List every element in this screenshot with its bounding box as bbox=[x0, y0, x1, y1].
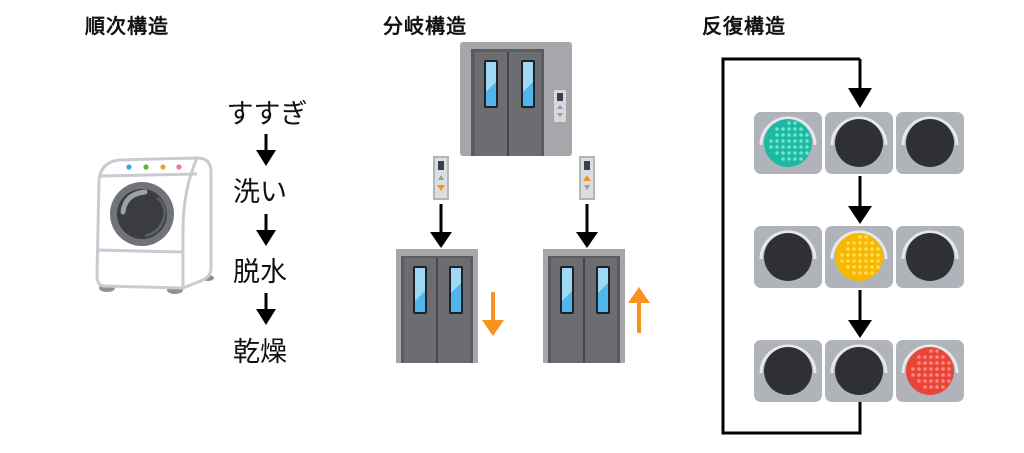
elevator-main bbox=[460, 42, 572, 156]
branch-arrow-left-icon bbox=[430, 204, 452, 248]
washing-machine-door bbox=[110, 182, 174, 246]
call-panel-down-lit bbox=[433, 156, 449, 200]
traffic-light-green bbox=[754, 112, 964, 174]
lamp-off bbox=[825, 112, 893, 174]
lamp-off bbox=[754, 340, 822, 402]
lamp-yellow-lit bbox=[825, 226, 893, 288]
arrow-down-icon bbox=[256, 293, 276, 325]
loop-line bbox=[721, 57, 872, 435]
step-2: 洗い bbox=[233, 177, 287, 208]
call-panel bbox=[554, 90, 566, 122]
traffic-light-red bbox=[754, 340, 964, 402]
arrow-down-icon bbox=[256, 134, 276, 166]
lamp-green-lit bbox=[754, 112, 822, 174]
arrow-down-icon bbox=[256, 214, 276, 246]
step-3: 脱水 bbox=[233, 257, 287, 288]
call-panel-up-lit bbox=[579, 156, 595, 200]
branch-arrow-right-icon bbox=[576, 204, 598, 248]
direction-down-arrow-icon bbox=[482, 292, 504, 336]
indicator-blue-icon bbox=[126, 164, 132, 170]
elevator-going-up bbox=[543, 249, 625, 363]
step-1: すすぎ bbox=[226, 99, 308, 130]
lamp-off bbox=[896, 112, 964, 174]
washing-machine-illustration bbox=[95, 156, 214, 294]
indicator-pink-icon bbox=[176, 164, 182, 170]
indicator-orange-icon bbox=[160, 164, 166, 170]
branch-title: 分岐構造 bbox=[383, 14, 467, 38]
elevator-going-down bbox=[396, 249, 478, 363]
lamp-off bbox=[754, 226, 822, 288]
indicator-green-icon bbox=[143, 164, 149, 170]
step-4: 乾燥 bbox=[233, 337, 287, 368]
direction-up-arrow-icon bbox=[628, 287, 650, 333]
loop-title: 反復構造 bbox=[702, 14, 786, 38]
lamp-off bbox=[825, 340, 893, 402]
lamp-off bbox=[896, 226, 964, 288]
sequential-title: 順次構造 bbox=[85, 14, 169, 38]
traffic-light-yellow bbox=[754, 226, 964, 288]
lamp-red-lit bbox=[896, 340, 964, 402]
